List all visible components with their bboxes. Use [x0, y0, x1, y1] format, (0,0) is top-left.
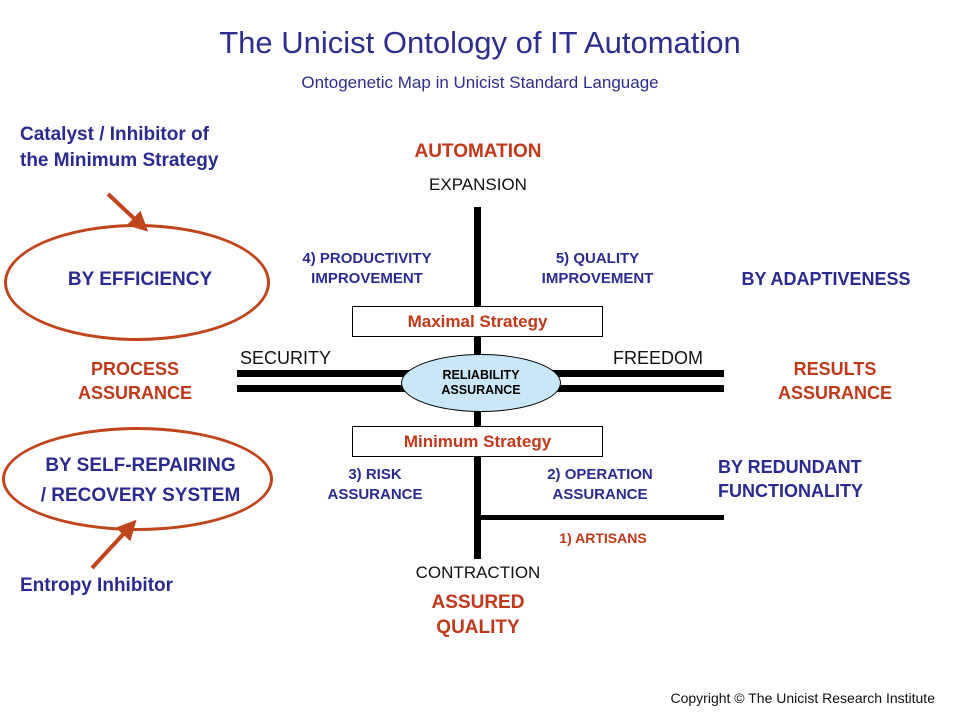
quadrant-3-line2: ASSURANCE: [327, 486, 423, 503]
quadrant-2-line2: ASSURANCE: [552, 486, 648, 503]
maximal-strategy-label: Maximal Strategy: [407, 311, 548, 331]
artisans-divider-line: [478, 515, 724, 520]
catalyst-annotation-line2: the Minimum Strategy: [20, 150, 219, 171]
quadrant-label-productivity-improvement: 4) PRODUCTIVITY IMPROVEMENT: [272, 249, 462, 289]
oval-self-repairing-line1: BY SELF-REPAIRING: [45, 455, 236, 476]
catalyst-inhibitor-annotation: Catalyst / Inhibitor of the Minimum Stra…: [20, 122, 320, 174]
axis-label-automation: AUTOMATION: [414, 141, 542, 162]
catalyst-annotation-line1: Catalyst / Inhibitor of: [20, 124, 209, 145]
redundant-functionality-line1: BY REDUNDANT: [718, 457, 862, 477]
assured-quality-line2: QUALITY: [436, 617, 520, 638]
axis-label-freedom: FREEDOM: [613, 348, 703, 368]
axis-label-assured-quality: ASSURED QUALITY: [330, 590, 626, 640]
oval-by-efficiency: BY EFFICIENCY: [4, 224, 270, 341]
reliability-assurance-line2: ASSURANCE: [441, 383, 521, 397]
oval-by-efficiency-label: BY EFFICIENCY: [67, 269, 213, 290]
page-title: The Unicist Ontology of IT Automation: [219, 25, 741, 60]
label-results-assurance: RESULTS ASSURANCE: [740, 357, 930, 405]
quadrant-label-artisans: 1) ARTISANS: [559, 530, 647, 546]
label-by-redundant-functionality: BY REDUNDANT FUNCTIONALITY: [718, 455, 953, 503]
minimum-strategy-box: Minimum Strategy: [352, 426, 603, 457]
label-by-adaptiveness: BY ADAPTIVENESS: [741, 269, 911, 289]
quadrant-5-line1: 5) QUALITY: [555, 250, 640, 267]
quadrant-4-line1: 4) PRODUCTIVITY: [302, 250, 432, 267]
oval-reliability-assurance: RELIABILITY ASSURANCE: [401, 354, 561, 412]
process-assurance-line2: ASSURANCE: [77, 383, 192, 403]
copyright-notice: Copyright © The Unicist Research Institu…: [670, 690, 935, 706]
axis-label-security: SECURITY: [240, 348, 332, 368]
redundant-functionality-line2: FUNCTIONALITY: [718, 481, 863, 501]
minimum-strategy-label: Minimum Strategy: [403, 431, 552, 451]
results-assurance-line2: ASSURANCE: [777, 383, 892, 403]
quadrant-4-line2: IMPROVEMENT: [311, 270, 423, 287]
results-assurance-line1: RESULTS: [793, 359, 877, 379]
quadrant-label-operation-assurance: 2) OPERATION ASSURANCE: [510, 465, 690, 505]
catalyst-arrow-icon: [106, 192, 149, 232]
entropy-inhibitor-arrow-icon: [90, 519, 137, 570]
oval-self-repairing-recovery-system: BY SELF-REPAIRING / RECOVERY SYSTEM: [2, 427, 273, 531]
entropy-inhibitor-annotation: Entropy Inhibitor: [20, 575, 174, 596]
quadrant-label-quality-improvement: 5) QUALITY IMPROVEMENT: [505, 249, 690, 289]
axis-label-contraction: CONTRACTION: [415, 563, 541, 582]
maximal-strategy-box: Maximal Strategy: [352, 306, 603, 337]
quadrant-2-line1: 2) OPERATION: [547, 466, 653, 483]
page-subtitle: Ontogenetic Map in Unicist Standard Lang…: [301, 73, 659, 92]
label-process-assurance: PROCESS ASSURANCE: [40, 357, 230, 405]
axis-label-expansion: EXPANSION: [429, 175, 527, 194]
quadrant-label-risk-assurance: 3) RISK ASSURANCE: [300, 465, 450, 505]
assured-quality-line1: ASSURED: [431, 592, 525, 613]
process-assurance-line1: PROCESS: [90, 359, 180, 379]
oval-self-repairing-label: BY SELF-REPAIRING / RECOVERY SYSTEM: [0, 451, 282, 511]
quadrant-5-line2: IMPROVEMENT: [541, 270, 654, 287]
oval-self-repairing-line2: / RECOVERY SYSTEM: [40, 485, 241, 506]
quadrant-3-line1: 3) RISK: [348, 466, 402, 483]
reliability-assurance-line1: RELIABILITY: [442, 368, 520, 382]
